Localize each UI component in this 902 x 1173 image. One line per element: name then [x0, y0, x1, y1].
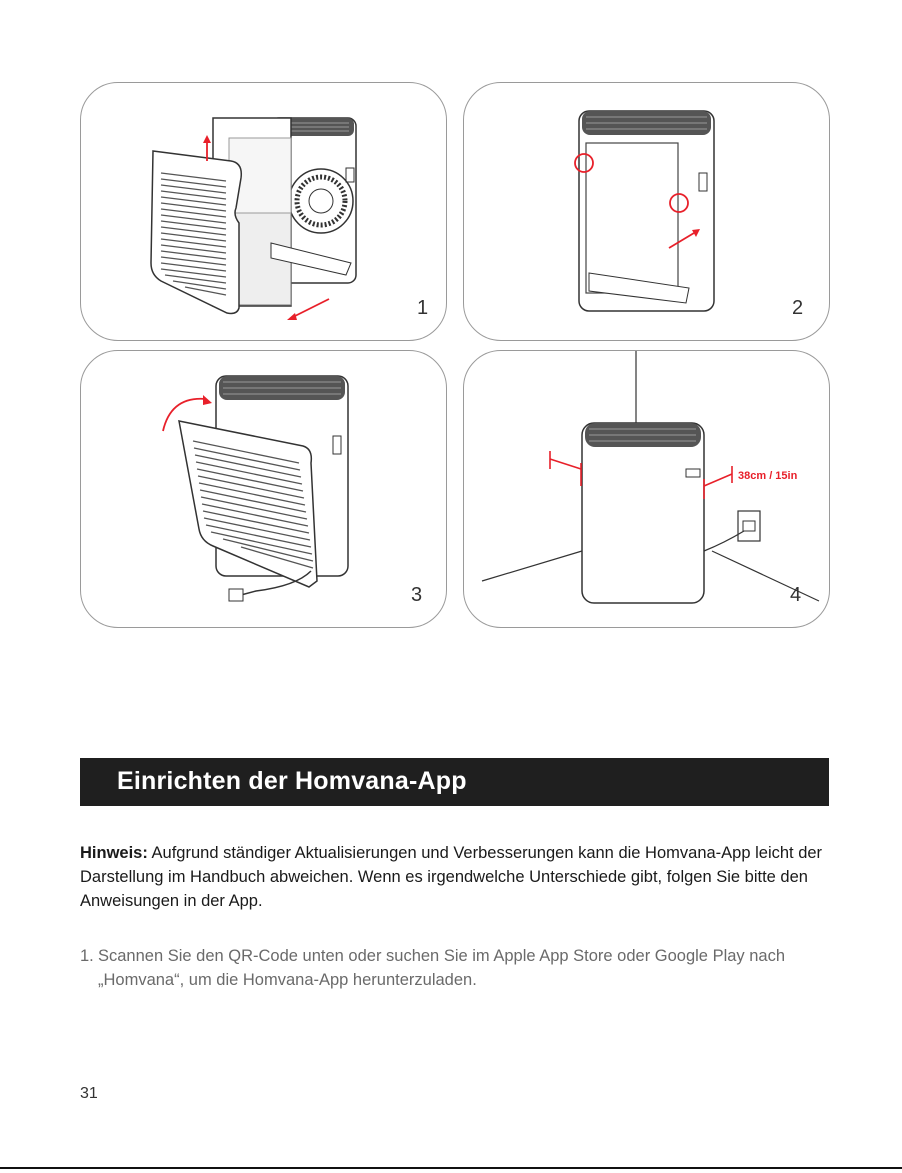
step-number: 2: [792, 297, 804, 319]
step-number: 1: [417, 297, 429, 319]
placement-clearance-illustration: [481, 351, 820, 604]
instruction-list: 1. Scannen Sie den QR-Code unten oder su…: [80, 944, 840, 992]
note-paragraph: Hinweis: Aufgrund ständiger Aktualisieru…: [80, 841, 840, 913]
step-number: 3: [411, 584, 423, 606]
illustration-panel-3: 3: [80, 350, 447, 628]
illustration-panel-4: 38cm / 15in 4: [463, 350, 830, 628]
page-number: 31: [80, 1085, 98, 1102]
unit-back-illustration: [574, 110, 715, 312]
list-item: 1. Scannen Sie den QR-Code unten oder su…: [80, 944, 840, 992]
list-item-text: Scannen Sie den QR-Code unten oder suche…: [98, 947, 786, 989]
note-text: Aufgrund ständiger Aktualisierungen und …: [80, 844, 823, 910]
illustration-panel-1: 1: [80, 82, 447, 341]
clearance-dimension-label: 38cm / 15in: [738, 470, 798, 482]
step-number: 4: [790, 584, 802, 606]
note-label: Hinweis:: [80, 844, 148, 862]
section-header-bar: Einrichten der Homvana-App: [80, 758, 829, 806]
list-item-number: 1.: [80, 947, 94, 965]
filter-removal-illustration: [150, 117, 357, 320]
cover-reattach-illustration: [162, 375, 349, 602]
page-bottom-rule: [0, 1167, 902, 1169]
illustration-panel-2: 2: [463, 82, 830, 341]
section-title: Einrichten der Homvana-App: [117, 767, 467, 795]
